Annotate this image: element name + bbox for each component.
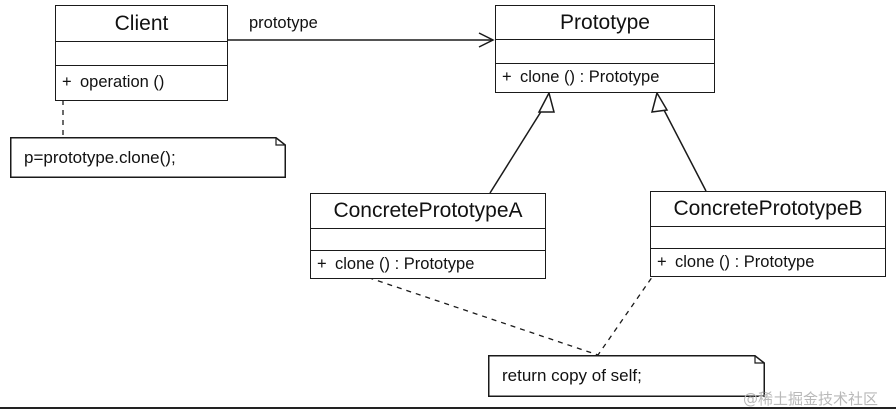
bottom-divider [0,407,896,409]
note-client[interactable]: p=prototype.clone(); [10,137,286,178]
clone-note-anchor-a [339,267,599,356]
note-clone[interactable]: return copy of self; [488,355,765,397]
watermark: @稀土掘金技术社区 [742,390,878,408]
generalization-triangle-b [650,91,669,113]
note-shape [10,137,286,178]
class-concrete-prototype-a[interactable]: ConcretePrototypeA + clone () : Prototyp… [310,193,546,279]
operation-signature: clone () : Prototype [335,254,475,273]
class-concrete-prototype-b-attributes [651,227,885,249]
visibility-marker: + [317,254,327,273]
class-concrete-prototype-b[interactable]: ConcretePrototypeB + clone () : Prototyp… [650,191,886,277]
operation-signature: clone () : Prototype [520,68,660,86]
class-client-operations: + operation () [56,66,227,99]
clone-note-anchor-b [597,269,658,356]
class-client-name: Client [56,6,227,42]
class-concrete-prototype-b-operations: + clone () : Prototype [651,249,885,275]
class-client-attributes [56,42,227,66]
note-shape [488,355,765,397]
visibility-marker: + [62,73,72,91]
note-client-text: p=prototype.clone(); [24,147,176,167]
class-concrete-prototype-a-name: ConcretePrototypeA [311,194,545,229]
generalization-line-a [489,109,543,194]
generalization-triangle-a [537,90,555,113]
class-prototype[interactable]: Prototype + clone () : Prototype [495,5,715,93]
note-clone-text: return copy of self; [502,366,642,385]
class-prototype-attributes [496,40,714,64]
class-concrete-prototype-a-operations: + clone () : Prototype [311,251,545,277]
operation-signature: clone () : Prototype [675,252,815,271]
association-label: prototype [249,14,318,32]
class-prototype-name: Prototype [496,6,714,40]
class-prototype-operations: + clone () : Prototype [496,64,714,91]
class-concrete-prototype-a-attributes [311,229,545,251]
operation-signature: operation () [80,73,165,91]
class-client[interactable]: Client + operation () [55,5,228,101]
generalization-line-b [663,109,707,192]
visibility-marker: + [502,68,512,86]
association-arrowhead [478,32,495,48]
visibility-marker: + [657,252,667,271]
class-concrete-prototype-b-name: ConcretePrototypeB [651,192,885,227]
